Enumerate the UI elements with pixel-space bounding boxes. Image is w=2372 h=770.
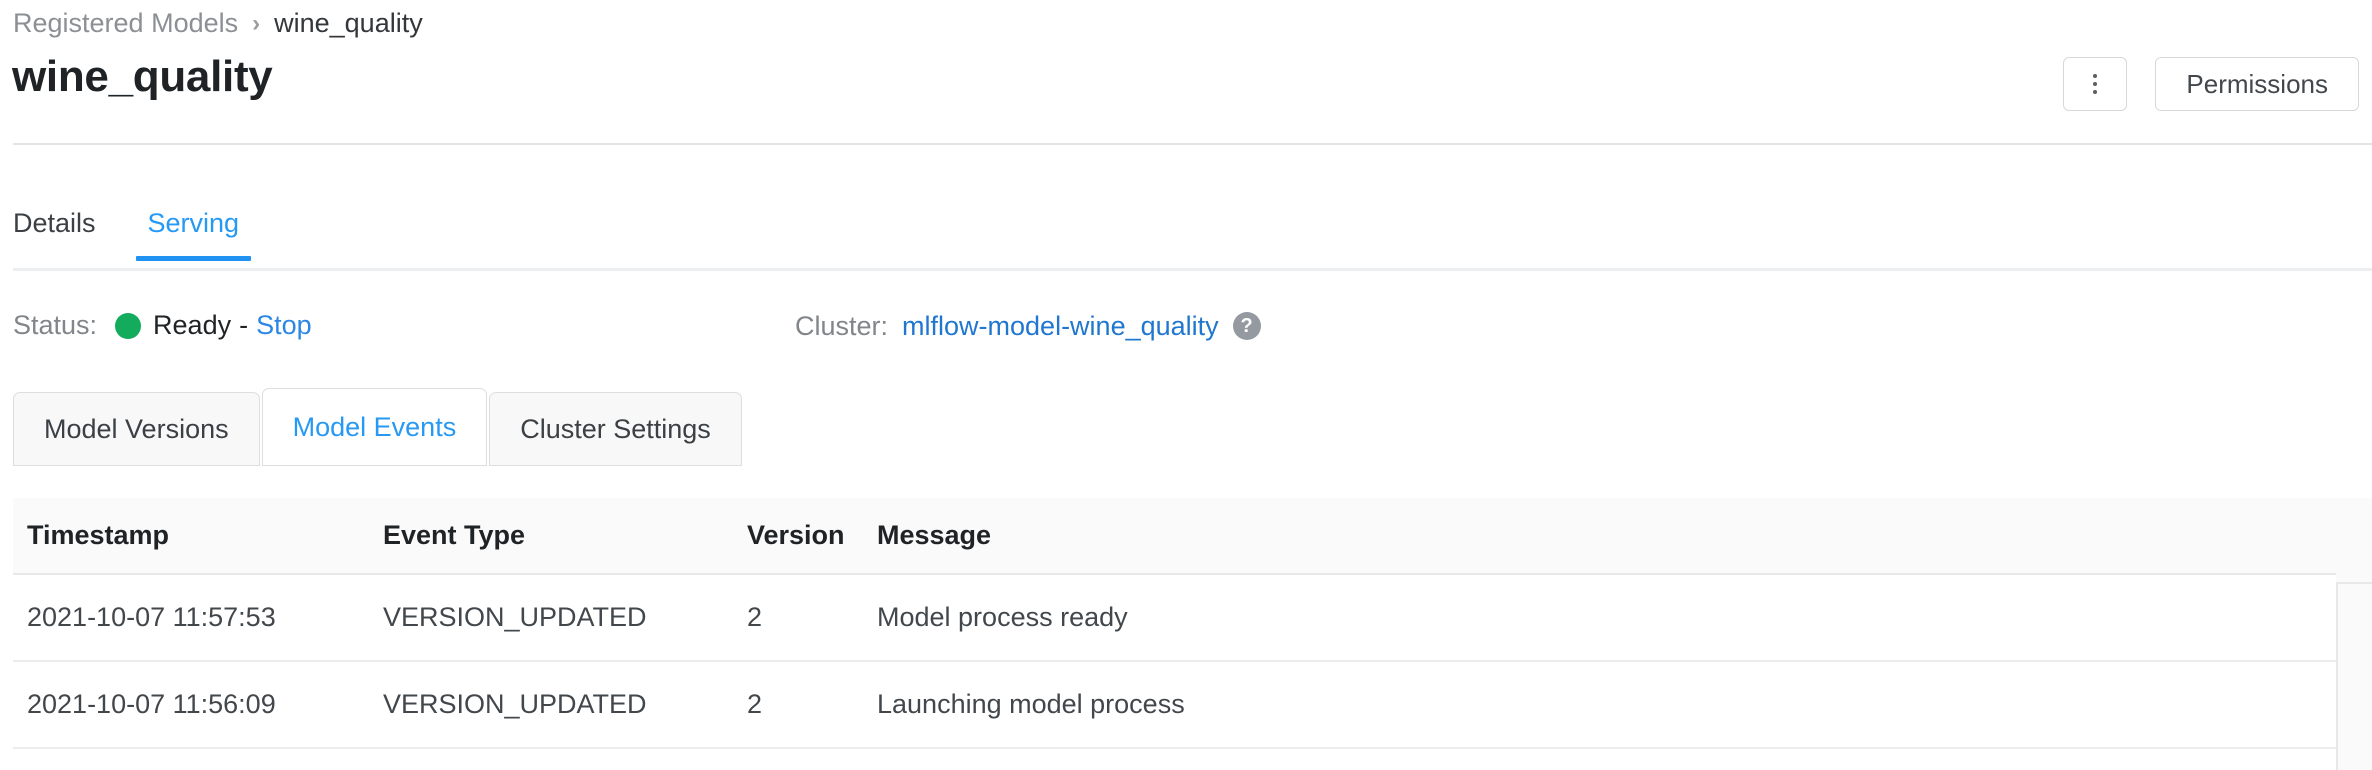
breadcrumb-item-registered-models[interactable]: Registered Models [13, 8, 239, 38]
table-row[interactable]: 2021-10-07 11:56:09 VERSION_UPDATED 2 La… [13, 661, 2372, 749]
status-separator: - [239, 310, 249, 340]
overflow-menu-button[interactable] [2063, 57, 2128, 111]
model-events-table-container: Timestamp Event Type Version Message 202… [13, 498, 2372, 770]
column-header-message[interactable]: Message [863, 498, 2372, 575]
cluster-label: Cluster: [795, 310, 889, 341]
stop-link[interactable]: Stop [256, 310, 312, 340]
help-icon[interactable]: ? [1232, 312, 1261, 340]
status-row: Status: Ready - Stop [13, 312, 312, 339]
subtab-model-events[interactable]: Model Events [261, 388, 488, 466]
status-value: Ready [153, 310, 232, 340]
serving-subtabs: Model Versions Model Events Cluster Sett… [13, 388, 742, 466]
cell-version: 2 [733, 661, 863, 749]
cell-event-type: VERSION_UPDATED [369, 661, 733, 749]
model-events-table: Timestamp Event Type Version Message 202… [13, 498, 2372, 749]
breadcrumb-item-current[interactable]: wine_quality [274, 8, 423, 38]
table-header-row: Timestamp Event Type Version Message [13, 498, 2372, 575]
cell-timestamp: 2021-10-07 11:57:53 [13, 574, 369, 662]
status-label: Status: [13, 310, 98, 340]
table-scrollbar-header-gap [2336, 498, 2372, 584]
cell-timestamp: 2021-10-07 11:56:09 [13, 661, 369, 749]
chevron-right-icon: › [252, 9, 261, 37]
tab-details[interactable]: Details [13, 208, 96, 238]
cell-message: Launching model process [863, 661, 2372, 749]
table-header: Timestamp Event Type Version Message [13, 498, 2372, 575]
cell-version: 2 [733, 574, 863, 662]
subtab-cluster-settings[interactable]: Cluster Settings [489, 392, 742, 466]
primary-tabs-underline [13, 268, 2372, 271]
table-body: 2021-10-07 11:57:53 VERSION_UPDATED 2 Mo… [13, 574, 2372, 749]
page-title: wine_quality [12, 52, 273, 101]
cluster-link[interactable]: mlflow-model-wine_quality [902, 310, 1219, 341]
primary-tabs: Details Serving [13, 200, 291, 272]
column-header-version[interactable]: Version [733, 498, 863, 575]
header-divider [13, 143, 2372, 145]
column-header-event-type[interactable]: Event Type [369, 498, 733, 575]
breadcrumb: Registered Models › wine_quality [13, 10, 423, 37]
kebab-menu-icon [2093, 74, 2098, 94]
title-row: wine_quality Permissions [0, 48, 2372, 130]
cell-message: Model process ready [863, 574, 2372, 662]
tab-serving[interactable]: Serving [135, 200, 251, 261]
table-vertical-scrollbar[interactable] [2336, 584, 2372, 770]
status-dot-icon [115, 312, 142, 339]
cell-event-type: VERSION_UPDATED [369, 574, 733, 662]
subtab-model-versions[interactable]: Model Versions [13, 392, 260, 466]
title-actions: Permissions [2063, 57, 2359, 111]
permissions-button[interactable]: Permissions [2155, 57, 2359, 111]
cluster-row: Cluster: mlflow-model-wine_quality ? [795, 312, 1261, 340]
column-header-timestamp[interactable]: Timestamp [13, 498, 369, 575]
table-row[interactable]: 2021-10-07 11:57:53 VERSION_UPDATED 2 Mo… [13, 574, 2372, 662]
